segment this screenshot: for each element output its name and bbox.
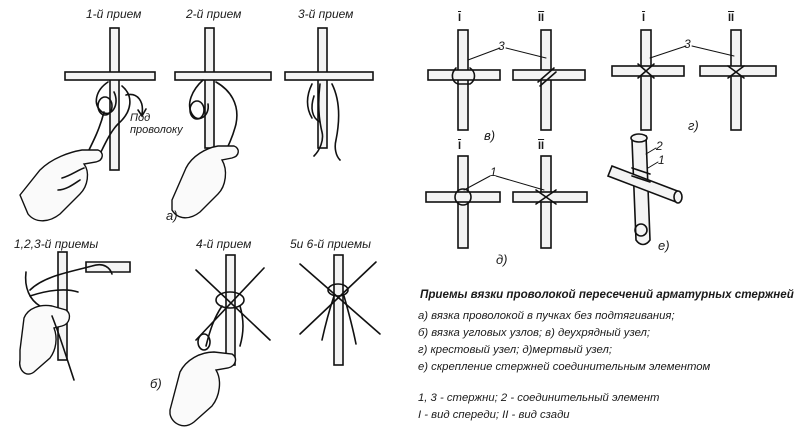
legend-item-e: е) скрепление стержней соединительным эл… — [418, 361, 711, 373]
step-label-4: 4-й прием — [196, 237, 252, 251]
step2-cross — [174, 27, 272, 159]
legend-item-b: б) вязка угловых узлов; в) деухрядный уз… — [418, 327, 650, 339]
caption-a: а) — [166, 208, 178, 223]
view-I-g: I — [642, 12, 646, 24]
legend-key-2: I - вид спереди; II - вид сзади — [418, 409, 570, 421]
step2-hand — [171, 145, 239, 219]
callout-3-v: 3 — [498, 39, 505, 53]
view-I-v: I — [458, 12, 462, 24]
knot-g-back — [699, 29, 777, 131]
step-label-56: 5и 6-й приемы — [290, 237, 371, 251]
step1-hand — [19, 149, 103, 222]
view-II-g: II — [728, 12, 735, 24]
caption-d: д) — [496, 252, 508, 267]
callout-lines — [463, 45, 735, 191]
step1-cross — [64, 27, 156, 171]
knot-g-front — [611, 29, 685, 131]
step-label-2: 2-й прием — [186, 7, 242, 21]
legend-item-g: г) крестовый узел; д)мертвый узел; — [418, 344, 612, 356]
view-I-d: I — [458, 140, 462, 152]
connector-e — [606, 133, 683, 246]
legend-item-a: а) вязка проволокой в пучках без подтяги… — [418, 310, 675, 322]
legend-title: Приемы вязки проволокой пересечений арма… — [420, 288, 794, 301]
step4-figure — [169, 254, 271, 427]
callout-1-e: 1 — [658, 153, 665, 167]
callout-2-e: 2 — [656, 139, 663, 153]
step56-figure — [299, 254, 381, 366]
under-wire-arrow — [125, 93, 144, 115]
view-II-d: II — [538, 140, 545, 152]
knot-v-front — [427, 29, 501, 131]
knot-d-front — [425, 155, 501, 249]
step-label-1: 1-й прием — [86, 7, 142, 21]
caption-v: в) — [484, 128, 496, 143]
under-wire-arrowhead — [137, 108, 147, 118]
callout-1-d: 1 — [490, 165, 497, 179]
callout-3-g: 3 — [684, 37, 691, 51]
caption-b: б) — [150, 376, 162, 391]
corner-knot-figure — [19, 251, 131, 381]
step-label-3: 3-й прием — [298, 7, 354, 21]
legend-key-1: 1, 3 - стержни; 2 - соединительный элеме… — [418, 392, 660, 404]
knot-d-back — [512, 155, 588, 249]
step3-cross — [284, 27, 374, 161]
step-label-123: 1,2,3-й приемы — [14, 237, 99, 251]
caption-g: г) — [688, 118, 699, 133]
under-wire-label: Под проволоку — [130, 112, 183, 136]
view-II-v: II — [538, 12, 545, 24]
knot-v-back — [512, 29, 586, 131]
caption-e: е) — [658, 238, 670, 253]
